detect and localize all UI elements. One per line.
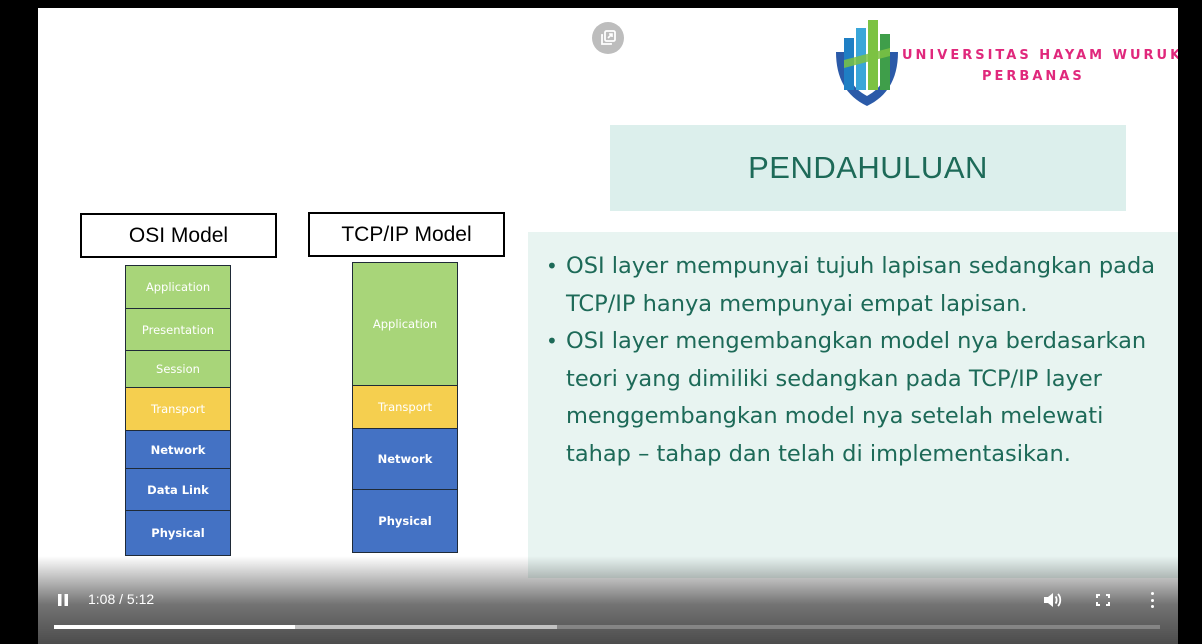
content-box: • OSI layer mempunyai tujuh lapisan sedan… — [528, 232, 1178, 578]
title-box: PENDAHULUAN — [610, 125, 1126, 211]
logo-text-line2: PERBANAS — [982, 69, 1085, 84]
tcpip-layer-physical: Physical — [352, 489, 458, 553]
progress-played — [54, 625, 296, 629]
osi-model-header: OSI Model — [80, 213, 277, 258]
osi-layer-presentation: Presentation — [125, 308, 231, 351]
volume-icon — [1044, 593, 1062, 607]
more-vert-icon — [1150, 592, 1154, 595]
slide-title: PENDAHULUAN — [748, 150, 988, 185]
progress-bar[interactable] — [54, 625, 1160, 629]
osi-layer-network: Network — [125, 430, 231, 469]
logo-text-line1: UNIVERSITAS HAYAM WURUK — [902, 48, 1178, 63]
fullscreen-icon — [1096, 594, 1110, 606]
more-vert-icon — [1150, 605, 1154, 608]
bullet-text: OSI layer mempunyai tujuh lapisan sedang… — [566, 253, 1156, 317]
more-options-button[interactable] — [1144, 589, 1160, 611]
player-controls — [38, 556, 1178, 644]
osi-layer-transport: Transport — [125, 387, 231, 431]
popout-icon — [601, 30, 616, 45]
bullet-dot-icon: • — [546, 329, 558, 353]
osi-layer-data-link: Data Link — [125, 468, 231, 511]
slide: UNIVERSITAS HAYAM WURUK PERBANAS PENDAHU… — [38, 8, 1178, 644]
osi-layer-physical: Physical — [125, 510, 231, 556]
university-logo: UNIVERSITAS HAYAM WURUK PERBANAS — [834, 18, 1178, 108]
bullet-item: • OSI layer mengembangkan model nya berda… — [546, 323, 1172, 473]
tcpip-layer-application: Application — [352, 262, 458, 386]
fullscreen-button[interactable] — [1092, 590, 1114, 610]
time-display: 1:08 / 5:12 — [88, 591, 155, 607]
university-emblem-icon — [836, 20, 898, 106]
bullet-item: • OSI layer mempunyai tujuh lapisan sedan… — [546, 248, 1172, 323]
tcpip-model-header: TCP/IP Model — [308, 212, 505, 257]
volume-button[interactable] — [1040, 588, 1064, 612]
more-vert-icon — [1150, 598, 1154, 602]
bullet-list: • OSI layer mempunyai tujuh lapisan sedan… — [546, 248, 1172, 473]
pause-icon — [58, 594, 68, 606]
osi-layer-application: Application — [125, 265, 231, 309]
osi-layer-session: Session — [125, 350, 231, 388]
progress-buffered — [54, 625, 558, 629]
bullet-dot-icon: • — [546, 254, 558, 278]
pause-button[interactable] — [52, 590, 74, 610]
tcpip-layer-network: Network — [352, 428, 458, 490]
popout-button[interactable] — [592, 22, 624, 54]
tcpip-layer-transport: Transport — [352, 385, 458, 429]
bullet-text: OSI layer mengembangkan model nya berdas… — [566, 328, 1147, 467]
